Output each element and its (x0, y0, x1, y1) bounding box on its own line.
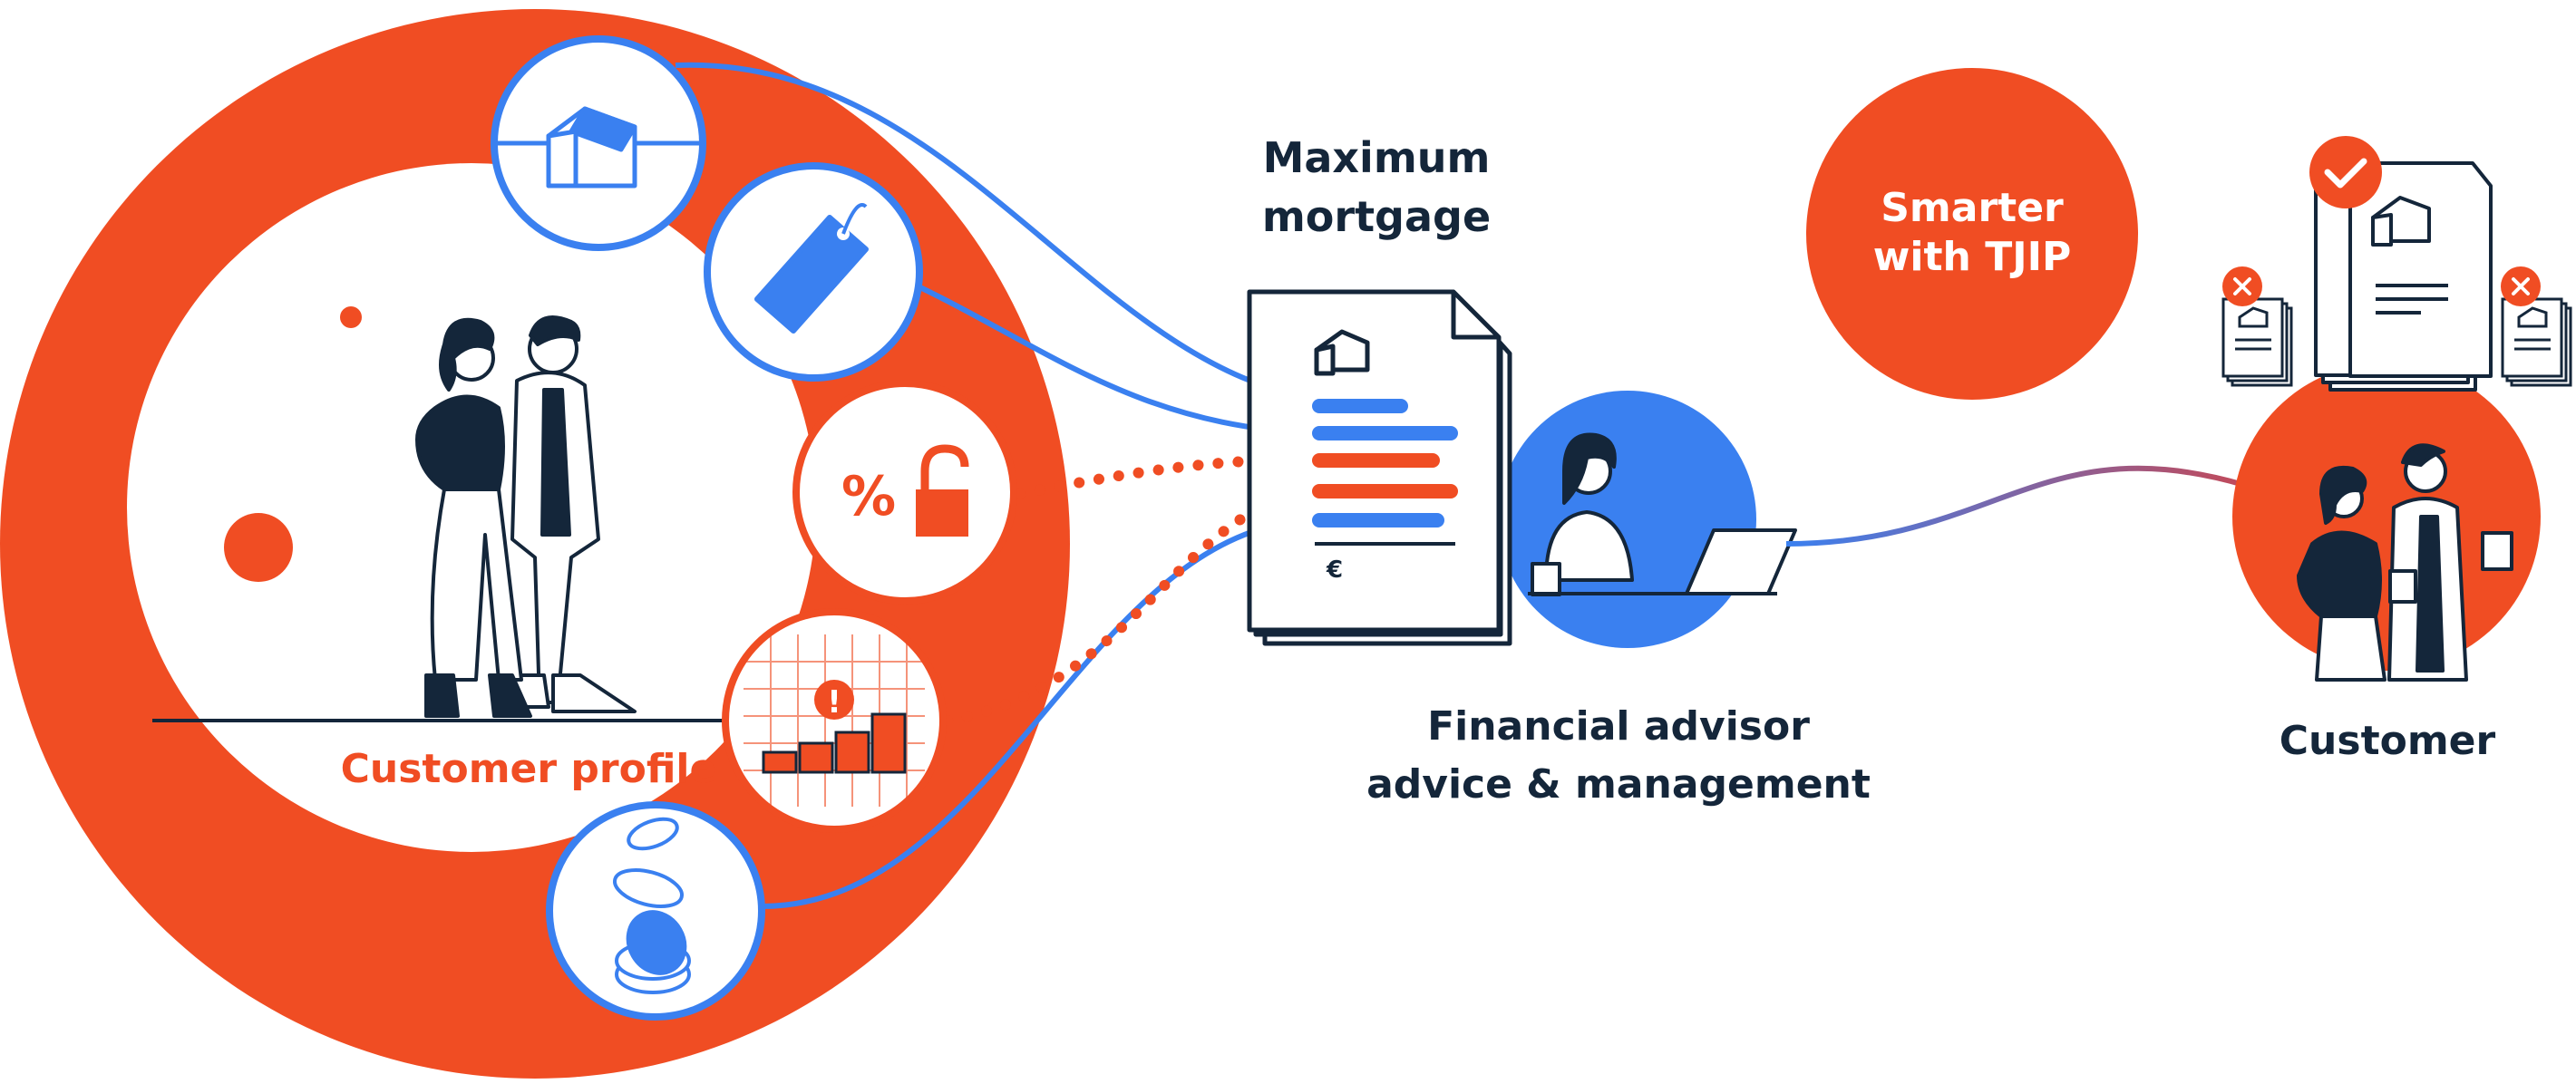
percent-lock-icon: % (841, 444, 969, 537)
blue-connectors (675, 62, 1316, 909)
svg-text:%: % (841, 465, 896, 528)
connector-price (905, 278, 1316, 436)
advisor-circle (1499, 391, 1756, 648)
advisor-label-line1: Financial advisor (1427, 703, 1810, 750)
decor-dot-large (224, 513, 293, 582)
rejected-doc-left (2221, 297, 2293, 387)
document-currency: € (1326, 557, 1343, 584)
connector-coins (761, 518, 1316, 909)
connector-risk (942, 486, 1320, 726)
check-icon (2309, 136, 2382, 208)
price-tag-icon (754, 203, 869, 334)
tjip-label-line2: with TJIP (1873, 234, 2071, 280)
house-icon (546, 106, 637, 189)
price-tag-icon-bubble (704, 162, 923, 382)
decor-dot-small (340, 306, 362, 328)
tjip-circle (1806, 68, 2138, 400)
tjip-label-line1: Smarter (1881, 185, 2064, 231)
couple-figure (415, 315, 637, 718)
max-mortgage-label-line2: mortgage (1262, 192, 1491, 241)
customer-circle (2232, 363, 2541, 671)
percent-lock-icon-bubble: % (792, 380, 1017, 605)
rejected-doc-right (2501, 297, 2572, 387)
reject-icon-right (2501, 266, 2541, 306)
max-mortgage-label-line1: Maximum (1263, 133, 1491, 182)
document-lines (1312, 399, 1458, 527)
house-icon-bubble (491, 35, 706, 251)
customer-label: Customer (2280, 718, 2496, 764)
coins-icon (613, 817, 691, 994)
risk-chart-icon: ! (744, 634, 925, 807)
advisor-customer-connector (1785, 465, 2245, 547)
reject-icon-left (2222, 266, 2262, 306)
customer-profile-label: Customer profile (341, 746, 717, 792)
svg-text:!: ! (827, 684, 841, 721)
financial-advisor-figure (1528, 432, 1797, 596)
advisor-label-line2: advice & management (1366, 761, 1871, 808)
customer-couple-figure (2297, 443, 2513, 682)
coins-icon-bubble (546, 801, 765, 1021)
risk-chart-icon-bubble: ! (722, 608, 947, 833)
connector-house (675, 62, 1316, 402)
